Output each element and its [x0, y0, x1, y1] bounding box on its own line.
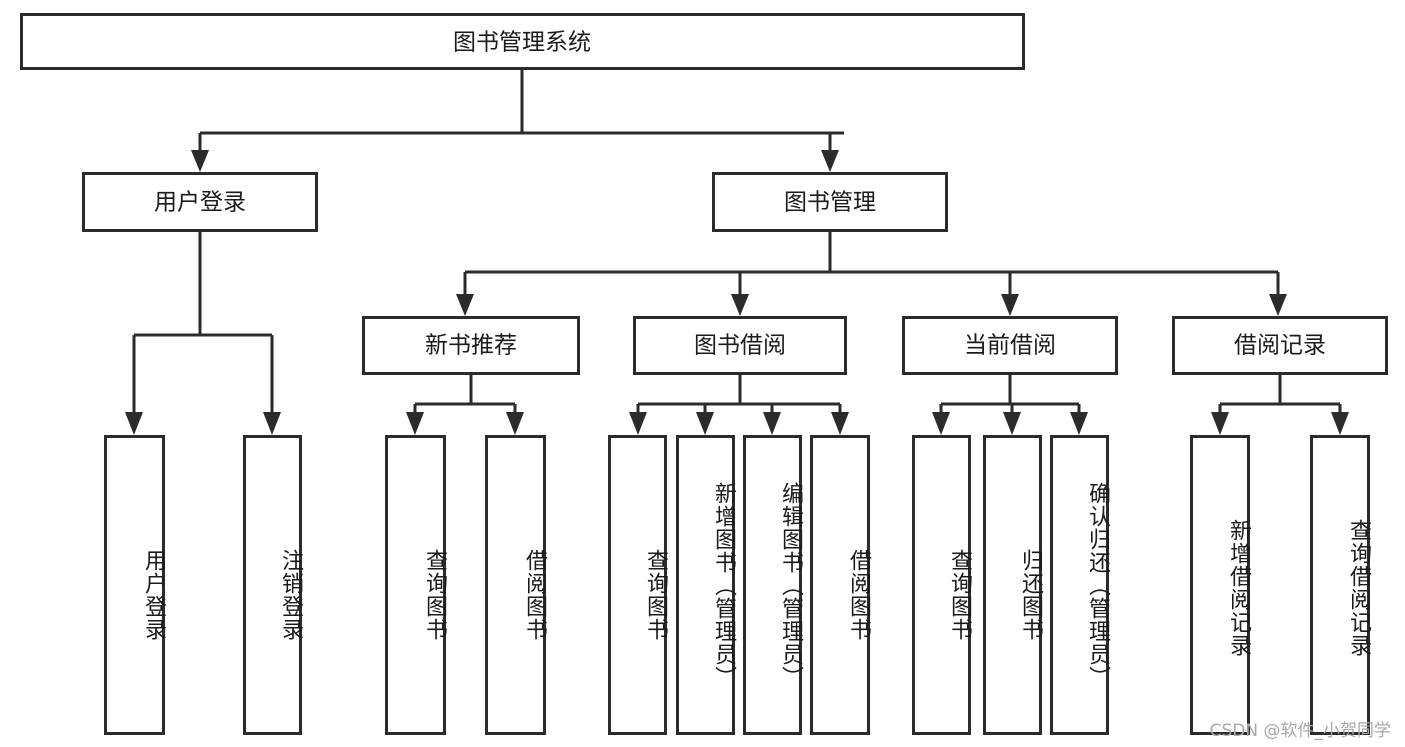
leaf-boxes — [104, 435, 1370, 735]
arrow-head-icon — [1269, 294, 1287, 316]
connector-root-to-level2 — [191, 69, 844, 172]
node-new-book-recommend-label: 新书推荐 — [425, 333, 517, 359]
leaf-box-query-book-recommend[interactable] — [385, 435, 446, 735]
node-borrow-record[interactable]: 借阅记录 — [1172, 316, 1388, 375]
node-user-login[interactable]: 用户登录 — [82, 172, 318, 232]
node-book-borrow-box[interactable] — [633, 316, 847, 375]
node-book-management[interactable]: 图书管理 — [712, 172, 948, 232]
arrow-head-icon — [1211, 412, 1229, 435]
leaf-box-return-book[interactable] — [983, 435, 1042, 735]
arrow-head-icon — [763, 412, 781, 435]
node-new-book-recommend-box[interactable] — [362, 316, 580, 375]
arrow-head-icon — [932, 412, 950, 435]
node-user-login-label: 用户登录 — [154, 190, 246, 216]
arrow-head-icon — [1070, 412, 1088, 435]
leaf-box-confirm-return-admin[interactable] — [1050, 435, 1109, 735]
node-book-borrow[interactable]: 图书借阅 — [633, 316, 847, 375]
node-book-borrow-label: 图书借阅 — [694, 333, 786, 359]
leaf-box-add-book-admin[interactable] — [676, 435, 735, 735]
node-current-borrow-label: 当前借阅 — [964, 333, 1056, 359]
leaf-box-add-borrow-record[interactable] — [1190, 435, 1250, 735]
arrow-head-icon — [1001, 294, 1019, 316]
arrow-head-icon — [456, 294, 474, 316]
connector-current-borrow-to-leaves — [932, 374, 1088, 435]
node-new-book-recommend[interactable]: 新书推荐 — [362, 316, 580, 375]
leaf-box-user-login[interactable] — [104, 435, 165, 735]
arrow-head-icon — [406, 412, 424, 435]
node-root-label: 图书管理系统 — [453, 30, 591, 56]
node-borrow-record-box[interactable] — [1172, 316, 1388, 375]
leaf-box-borrow-book-recommend[interactable] — [485, 435, 546, 735]
leaf-box-edit-book-admin[interactable] — [743, 435, 802, 735]
leaf-box-borrow-book[interactable] — [810, 435, 870, 735]
arrow-head-icon — [696, 412, 714, 435]
arrow-head-icon — [1331, 412, 1349, 435]
node-borrow-record-label: 借阅记录 — [1234, 333, 1326, 359]
leaf-box-logout[interactable] — [243, 435, 302, 735]
connector-book-management-to-level3 — [456, 231, 1287, 316]
leaf-box-query-book-borrow[interactable] — [608, 435, 667, 735]
arrow-head-icon — [629, 412, 647, 435]
arrow-head-icon — [263, 412, 281, 435]
arrow-head-icon — [506, 412, 524, 435]
arrow-head-icon — [125, 412, 143, 435]
node-book-management-box[interactable] — [712, 172, 948, 232]
arrow-head-icon — [191, 150, 209, 172]
leaf-box-query-borrow-record[interactable] — [1310, 435, 1370, 735]
connector-new-book-recommend-to-leaves — [406, 374, 524, 435]
node-book-management-label: 图书管理 — [784, 190, 876, 216]
node-current-borrow[interactable]: 当前借阅 — [902, 316, 1118, 375]
node-root-box[interactable] — [20, 13, 1025, 70]
csdn-watermark: CSDN @软件_小贺同学 — [1209, 721, 1391, 741]
node-current-borrow-box[interactable] — [902, 316, 1118, 375]
arrow-head-icon — [831, 412, 849, 435]
connector-book-borrow-to-leaves — [629, 374, 849, 435]
connector-borrow-record-to-leaves — [1211, 374, 1349, 435]
node-root[interactable]: 图书管理系统 — [20, 13, 1025, 70]
arrow-head-icon — [1003, 412, 1021, 435]
arrow-head-icon — [731, 294, 749, 316]
connector-user-login-to-leaves — [125, 231, 281, 435]
node-user-login-box[interactable] — [82, 172, 318, 232]
leaf-box-query-book-current[interactable] — [912, 435, 971, 735]
arrow-head-icon — [821, 150, 839, 172]
